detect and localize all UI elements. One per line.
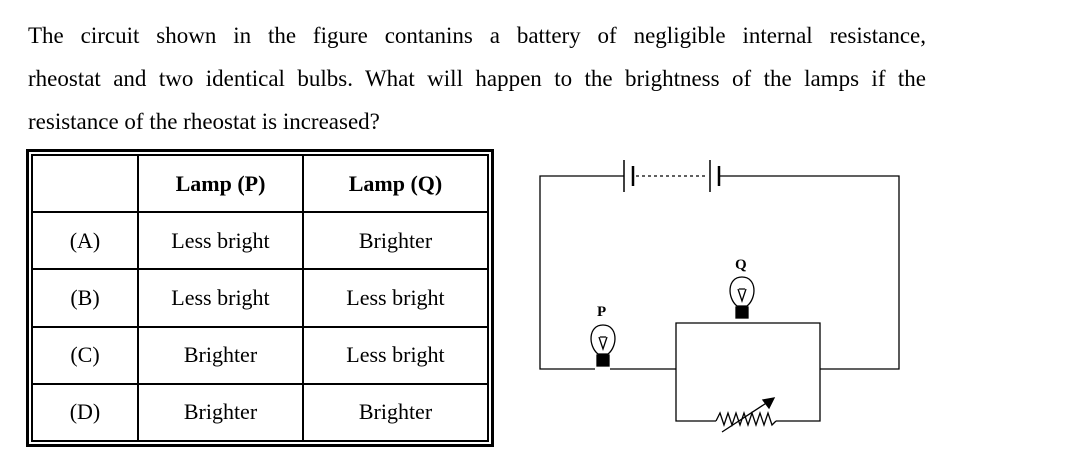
- table-row: (A) Less bright Brighter: [31, 211, 489, 271]
- circuit-wire-rheostat-branch: [675, 369, 821, 422]
- lamp-q-value: Less bright: [302, 268, 489, 328]
- lamp-p-value: Less bright: [137, 268, 304, 328]
- bulb-label-p: P: [597, 304, 606, 320]
- table-row: (D) Brighter Brighter: [31, 382, 489, 443]
- question-text: The circuit shown in the figure contanin…: [28, 14, 1038, 143]
- lamp-p-value: Less bright: [137, 211, 304, 271]
- lamp-p-value: Brighter: [137, 382, 304, 443]
- lamp-q-value: Brighter: [302, 382, 489, 443]
- question-line-2: rheostat and two identical bulbs. What w…: [28, 66, 926, 91]
- question-line-1: The circuit shown in the figure contanin…: [28, 23, 926, 48]
- circuit-wire-outer: [539, 175, 624, 370]
- rheostat-icon: [715, 397, 777, 433]
- question-line-3: resistance of the rheostat is increased?: [28, 109, 380, 134]
- header-empty: [31, 153, 139, 214]
- table-row: (B) Less bright Less bright: [31, 268, 489, 328]
- table-header-row: Lamp (P) Lamp (Q): [31, 153, 489, 214]
- battery-icon: [623, 160, 721, 192]
- header-lamp-q: Lamp (Q): [302, 153, 489, 214]
- table-row: (C) Brighter Less bright: [31, 325, 489, 385]
- bulb-icon: [729, 276, 755, 319]
- bulb-icon: [590, 324, 616, 367]
- option-label: (B): [31, 268, 139, 328]
- options-table: Lamp (P) Lamp (Q) (A) Less bright Bright…: [26, 149, 494, 447]
- option-label: (C): [31, 325, 139, 385]
- circuit-wire-q-branch: [675, 322, 821, 369]
- circuit-diagram: P Q: [539, 160, 900, 433]
- circuit-wire-top-right: [720, 175, 900, 370]
- lamp-q-value: Less bright: [302, 325, 489, 385]
- lamp-p-value: Brighter: [137, 325, 304, 385]
- options-grid: Lamp (P) Lamp (Q) (A) Less bright Bright…: [31, 153, 489, 443]
- option-label: (D): [31, 382, 139, 443]
- lamp-q-value: Brighter: [302, 211, 489, 271]
- bulb-label-q: Q: [735, 257, 747, 273]
- header-lamp-p: Lamp (P): [137, 153, 304, 214]
- option-label: (A): [31, 211, 139, 271]
